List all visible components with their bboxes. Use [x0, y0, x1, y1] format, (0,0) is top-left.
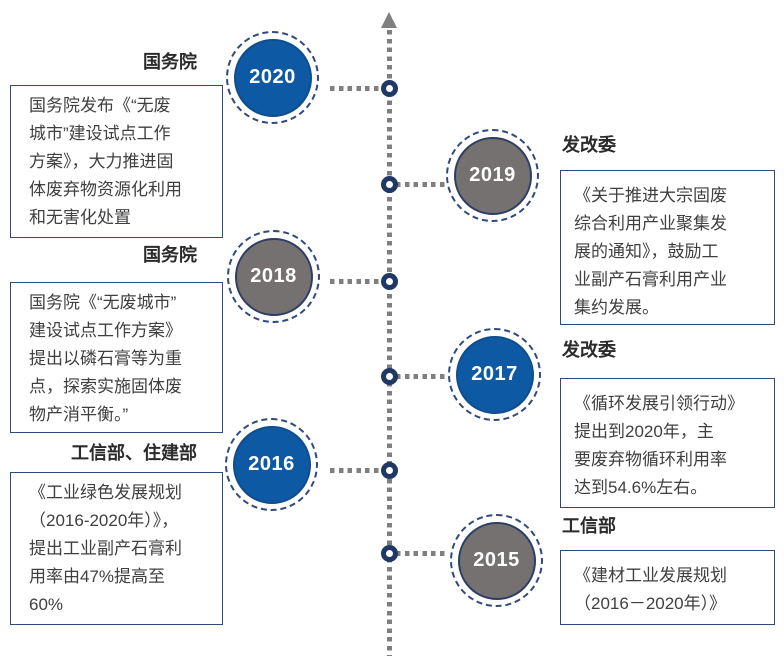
- year-circle-2020: 2020: [226, 31, 319, 124]
- axis-node-2017: [381, 368, 398, 385]
- agency-label-2020: 国务院: [143, 52, 197, 72]
- year-text: 2018: [250, 265, 297, 287]
- timeline-axis: [387, 30, 392, 656]
- policy-text: 《建材工业发展规划 （2016－2020年）》: [574, 566, 727, 613]
- agency-label-2017: 发改委: [562, 340, 616, 360]
- year-circle-2018: 2018: [227, 230, 320, 323]
- year-circle-2017: 2017: [448, 328, 541, 421]
- policy-box-2020: 国务院发布《“无废 城市”建设试点工作 方案》，大力推进固 体废弃物资源化利用 …: [10, 85, 223, 238]
- axis-node-2016: [381, 462, 398, 479]
- policy-text: 国务院发布《“无废 城市”建设试点工作 方案》，大力推进固 体废弃物资源化利用 …: [29, 96, 182, 227]
- year-circle-2019: 2019: [446, 129, 539, 222]
- axis-up-arrow-icon: [381, 12, 397, 28]
- axis-node-2015: [381, 545, 398, 562]
- year-text: 2016: [248, 453, 295, 475]
- connector-dots-2015: [396, 551, 447, 556]
- year-text: 2019: [469, 164, 516, 186]
- year-circle-2016: 2016: [225, 418, 318, 511]
- year-text: 2020: [249, 66, 296, 88]
- connector-dots-2018: [330, 279, 381, 284]
- year-text: 2015: [473, 549, 520, 571]
- policy-box-2018: 国务院《“无废城市” 建设试点工作方案》 提出以磷石膏等为重 点，探索实施固体废…: [10, 282, 223, 433]
- connector-dots-2020: [330, 86, 381, 91]
- axis-node-2019: [381, 176, 398, 193]
- agency-label-2016: 工信部、住建部: [71, 443, 197, 463]
- year-circle-fill: 2017: [455, 335, 534, 414]
- policy-text: 《循环发展引领行动》 提出到2020年，主 要废弃物循环利用率 达到54.6%左…: [574, 394, 744, 497]
- year-circle-fill: 2015: [457, 521, 536, 600]
- year-circle-2015: 2015: [450, 514, 543, 607]
- policy-text: 《关于推进大宗固废 综合利用产业聚集发 展的通知》，鼓励工 业副产石膏利用产业 …: [574, 186, 727, 317]
- year-text: 2017: [471, 363, 518, 385]
- agency-label-2019: 发改委: [562, 135, 616, 155]
- year-circle-fill: 2020: [233, 38, 312, 117]
- agency-label-2018: 国务院: [143, 245, 197, 265]
- connector-dots-2017: [396, 374, 447, 379]
- axis-node-2020: [381, 80, 398, 97]
- year-circle-fill: 2018: [234, 237, 313, 316]
- policy-box-2017: 《循环发展引领行动》 提出到2020年，主 要废弃物循环利用率 达到54.6%左…: [560, 378, 775, 508]
- agency-label-2015: 工信部: [562, 516, 616, 536]
- policy-box-2015: 《建材工业发展规划 （2016－2020年）》: [560, 550, 775, 625]
- year-circle-fill: 2016: [232, 425, 311, 504]
- connector-dots-2019: [396, 182, 447, 187]
- policy-text: 《工业绿色发展规划 （2016-2020年）》， 提出工业副产石膏利 用率由47…: [29, 483, 182, 614]
- connector-dots-2016: [330, 468, 381, 473]
- policy-box-2019: 《关于推进大宗固废 综合利用产业聚集发 展的通知》，鼓励工 业副产石膏利用产业 …: [560, 170, 775, 325]
- axis-node-2018: [381, 273, 398, 290]
- year-circle-fill: 2019: [453, 136, 532, 215]
- policy-text: 国务院《“无废城市” 建设试点工作方案》 提出以磷石膏等为重 点，探索实施固体废…: [29, 293, 182, 424]
- policy-box-2016: 《工业绿色发展规划 （2016-2020年）》， 提出工业副产石膏利 用率由47…: [10, 472, 223, 625]
